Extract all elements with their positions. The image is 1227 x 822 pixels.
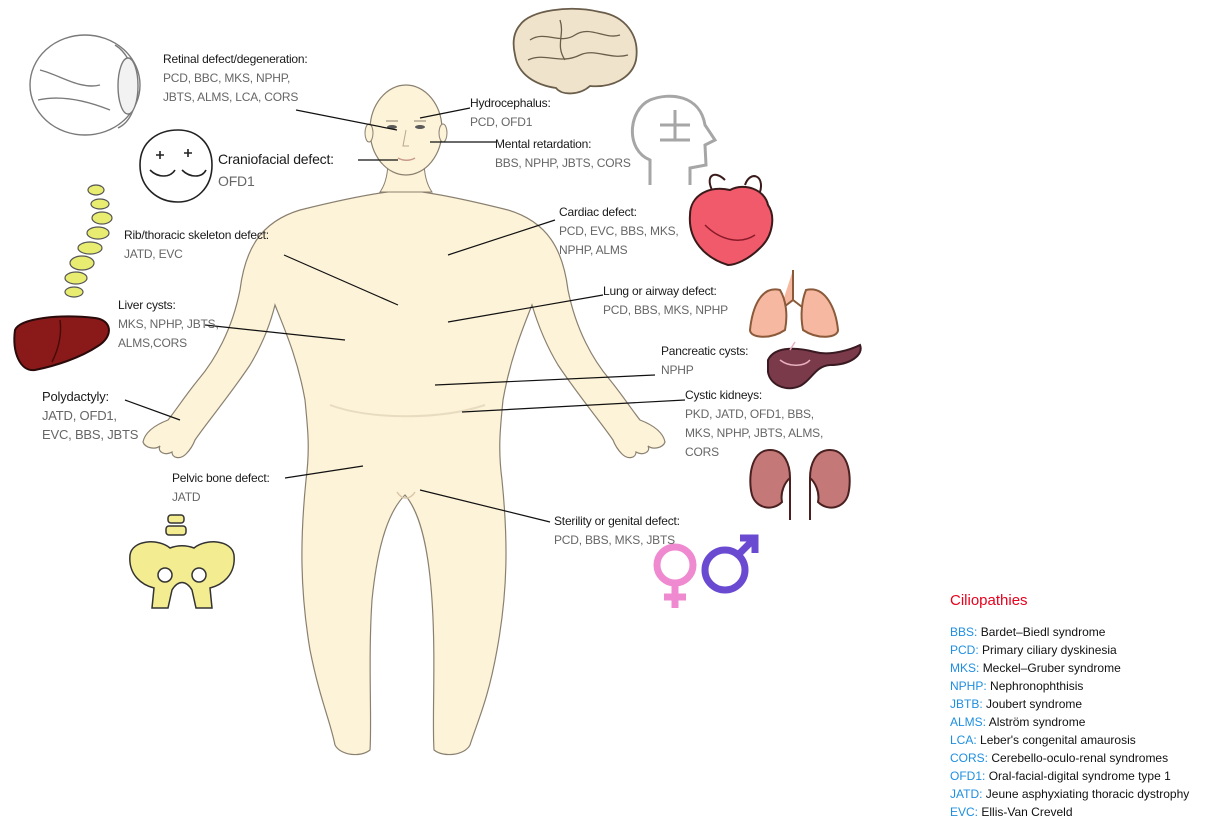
pancreas-icon [768, 342, 861, 388]
legend-abbreviation: LCA: [950, 733, 977, 747]
label-diseases: OFD1 [218, 170, 334, 192]
legend-item: OFD1: Oral-facial-digital syndrome type … [950, 767, 1227, 785]
legend-item: ALMS: Alström syndrome [950, 713, 1227, 731]
legend-item: LCA: Leber's congenital amaurosis [950, 731, 1227, 749]
label-cardiac-defect: Cardiac defect: PCD, EVC, BBS, MKS, NPHP… [559, 203, 679, 260]
legend-full-name: Jeune asphyxiating thoracic dystrophy [986, 787, 1189, 801]
legend-item: PCD: Primary ciliary dyskinesia [950, 641, 1227, 659]
legend-full-name: Alström syndrome [989, 715, 1086, 729]
legend-abbreviation: JATD: [950, 787, 982, 801]
legend-full-name: Meckel–Gruber syndrome [983, 661, 1121, 675]
legend-abbreviation: MKS: [950, 661, 979, 675]
label-diseases: PKD, JATD, OFD1, BBS, MKS, NPHP, JBTS, A… [685, 405, 823, 462]
legend-item: MKS: Meckel–Gruber syndrome [950, 659, 1227, 677]
pelvis-icon [130, 515, 234, 608]
label-title: Polydactyly: [42, 387, 138, 406]
label-title: Sterility or genital defect: [554, 512, 680, 531]
label-title: Hydrocephalus: [470, 94, 551, 113]
label-craniofacial-defect: Craniofacial defect: OFD1 [218, 148, 334, 192]
spine-icon [65, 185, 112, 297]
legend-abbreviation: BBS: [950, 625, 977, 639]
legend-item: NPHP: Nephronophthisis [950, 677, 1227, 695]
heart-icon [690, 175, 772, 265]
label-diseases: JATD, EVC [124, 245, 269, 264]
legend-abbreviation: EVC: [950, 805, 978, 819]
label-title: Craniofacial defect: [218, 148, 334, 170]
legend-abbreviation: PCD: [950, 643, 979, 657]
label-hydrocephalus: Hydrocephalus: PCD, OFD1 [470, 94, 551, 132]
label-diseases: JATD, OFD1, EVC, BBS, JBTS [42, 406, 138, 444]
label-polydactyly: Polydactyly: JATD, OFD1, EVC, BBS, JBTS [42, 387, 138, 444]
label-diseases: PCD, BBS, MKS, NPHP [603, 301, 728, 320]
label-mental-retardation: Mental retardation: BBS, NPHP, JBTS, COR… [495, 135, 631, 173]
label-diseases: BBS, NPHP, JBTS, CORS [495, 154, 631, 173]
label-rib-thoracic-defect: Rib/thoracic skeleton defect: JATD, EVC [124, 226, 269, 264]
label-pancreatic-cysts: Pancreatic cysts: NPHP [661, 342, 748, 380]
legend-item: JATD: Jeune asphyxiating thoracic dystro… [950, 785, 1227, 803]
label-cystic-kidneys: Cystic kidneys: PKD, JATD, OFD1, BBS, MK… [685, 386, 823, 462]
head-puzzle-icon [632, 96, 715, 185]
legend-full-name: Oral-facial-digital syndrome type 1 [989, 769, 1171, 783]
label-diseases: PCD, OFD1 [470, 113, 551, 132]
legend-abbreviation: JBTB: [950, 697, 983, 711]
legend-abbreviation: OFD1: [950, 769, 985, 783]
label-title: Lung or airway defect: [603, 282, 728, 301]
legend-item: JBTB: Joubert syndrome [950, 695, 1227, 713]
label-title: Pancreatic cysts: [661, 342, 748, 361]
label-diseases: MKS, NPHP, JBTS, ALMS,CORS [118, 315, 219, 353]
eye-icon [30, 35, 140, 135]
label-diseases: NPHP [661, 361, 748, 380]
legend-item: CORS: Cerebello-oculo-renal syndromes [950, 749, 1227, 767]
label-title: Mental retardation: [495, 135, 631, 154]
label-title: Retinal defect/degeneration: [163, 50, 308, 69]
label-pelvic-bone-defect: Pelvic bone defect: JATD [172, 469, 270, 507]
legend-item: EVC: Ellis-Van Creveld [950, 803, 1227, 821]
label-title: Pelvic bone defect: [172, 469, 270, 488]
brain-icon [514, 9, 637, 94]
label-diseases: PCD, EVC, BBS, MKS, NPHP, ALMS [559, 222, 679, 260]
legend-full-name: Primary ciliary dyskinesia [982, 643, 1117, 657]
label-diseases: JATD [172, 488, 270, 507]
legend-full-name: Ellis-Van Creveld [981, 805, 1072, 819]
label-liver-cysts: Liver cysts: MKS, NPHP, JBTS, ALMS,CORS [118, 296, 219, 353]
legend-item: BBS: Bardet–Biedl syndrome [950, 623, 1227, 641]
label-title: Rib/thoracic skeleton defect: [124, 226, 269, 245]
legend-abbreviation: NPHP: [950, 679, 987, 693]
legend-abbreviation: ALMS: [950, 715, 986, 729]
legend-full-name: Cerebello-oculo-renal syndromes [991, 751, 1168, 765]
label-sterility-genital-defect: Sterility or genital defect: PCD, BBS, M… [554, 512, 680, 550]
face-icon [140, 130, 212, 202]
label-diseases: PCD, BBC, MKS, NPHP, JBTS, ALMS, LCA, CO… [163, 69, 308, 107]
legend-full-name: Leber's congenital amaurosis [980, 733, 1136, 747]
label-title: Cardiac defect: [559, 203, 679, 222]
legend-abbreviation: CORS: [950, 751, 988, 765]
legend-full-name: Nephronophthisis [990, 679, 1083, 693]
liver-icon [14, 317, 109, 371]
label-diseases: PCD, BBS, MKS, JBTS [554, 531, 680, 550]
legend-full-name: Joubert syndrome [986, 697, 1082, 711]
label-retinal-defect: Retinal defect/degeneration: PCD, BBC, M… [163, 50, 308, 107]
label-title: Cystic kidneys: [685, 386, 823, 405]
label-lung-airway-defect: Lung or airway defect: PCD, BBS, MKS, NP… [603, 282, 728, 320]
label-title: Liver cysts: [118, 296, 219, 315]
lungs-icon [750, 270, 838, 337]
legend-full-name: Bardet–Biedl syndrome [981, 625, 1106, 639]
legend-title: Ciliopathies [950, 592, 1227, 609]
